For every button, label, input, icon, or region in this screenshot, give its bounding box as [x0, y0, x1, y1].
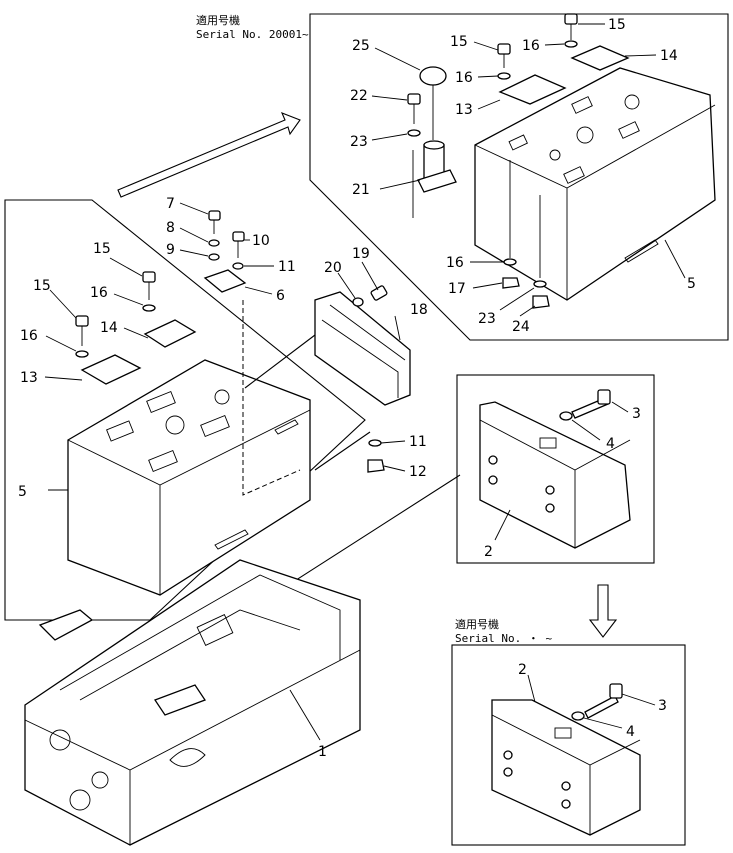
weight-panel-new: [451, 644, 686, 846]
callout-25: 25: [352, 38, 370, 54]
callout-4-old: 4: [606, 436, 615, 452]
callout-2-old: 2: [484, 544, 493, 560]
callout-3-new: 3: [658, 698, 667, 714]
callout-labels: 1 2 3 4 2 3 4 5 6 7 8 9 10 11 11 12 13: [18, 17, 696, 760]
callout-4-new: 4: [626, 724, 635, 740]
callout-17: 17: [448, 281, 466, 297]
callout-11-top: 11: [278, 259, 296, 275]
callout-13-left: 13: [20, 370, 38, 386]
cover-5-new: [474, 67, 716, 301]
callout-16-right-a: 16: [522, 38, 540, 54]
callout-14-left: 14: [100, 320, 118, 336]
callout-1: 1: [318, 744, 327, 760]
callout-10: 10: [252, 233, 270, 249]
callout-15-right-b: 15: [450, 34, 468, 50]
callout-21: 21: [352, 182, 370, 198]
serial-header-bottom-jp: 適用号機: [455, 617, 499, 631]
callout-20: 20: [324, 260, 342, 276]
serial-header-top: Serial No. 20001~: [196, 28, 309, 41]
weight-panel-old: [456, 374, 655, 564]
callout-11-right: 11: [409, 434, 427, 450]
callout-15-right-a: 15: [608, 17, 626, 33]
top-right-panel: [309, 13, 729, 341]
callout-19: 19: [352, 246, 370, 262]
callout-8: 8: [166, 220, 175, 236]
callout-15-left-a: 15: [93, 241, 111, 257]
callout-23-bottom: 23: [478, 311, 496, 327]
panel-outline-top-right: [309, 13, 729, 341]
callout-16-right-c: 16: [446, 255, 464, 271]
callout-16-left-a: 16: [90, 285, 108, 301]
callout-24: 24: [512, 319, 530, 335]
callout-15-left-b: 15: [33, 278, 51, 294]
callout-9: 9: [166, 242, 175, 258]
callout-12: 12: [409, 464, 427, 480]
callout-22: 22: [350, 88, 368, 104]
callout-6: 6: [276, 288, 285, 304]
callout-23-top: 23: [350, 134, 368, 150]
callout-5-left: 5: [18, 484, 27, 500]
callout-13-right: 13: [455, 102, 473, 118]
arrow-to-new: [117, 112, 301, 198]
callout-14-right: 14: [660, 48, 678, 64]
callout-7: 7: [166, 196, 175, 212]
cover-5-old: [67, 359, 311, 596]
callout-3-old: 3: [632, 406, 641, 422]
left-panel: [4, 199, 411, 621]
callout-2-new: 2: [518, 662, 527, 678]
arrow-down: [588, 584, 618, 638]
main-frame-1: [24, 559, 361, 846]
serial-header-top-jp: 適用号機: [196, 13, 240, 27]
callout-16-left-b: 16: [20, 328, 38, 344]
callout-18: 18: [410, 302, 428, 318]
callout-16-right-b: 16: [455, 70, 473, 86]
serial-header-bottom: Serial No. ・ ~: [455, 632, 552, 645]
callout-5-right: 5: [687, 276, 696, 292]
